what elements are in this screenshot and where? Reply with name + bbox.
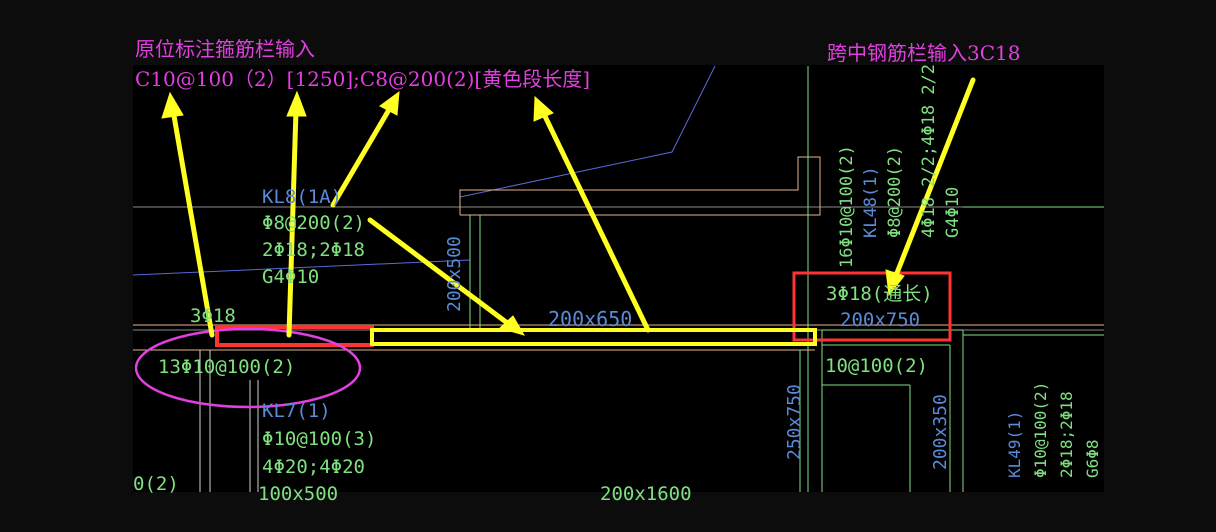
- annotation-arrows: [161, 77, 976, 338]
- blue-slope: [132, 259, 471, 276]
- kl48-side: G4Φ10: [943, 187, 963, 238]
- kl7-label-group: KL7(1) Φ10@100(3) 4Φ20;4Φ20: [262, 400, 376, 478]
- kl7-name: KL7(1): [262, 400, 331, 422]
- magenta-ellipse: [134, 327, 362, 409]
- arrow-4-head: [533, 95, 554, 122]
- kl49-side: G6Φ8: [1083, 439, 1102, 478]
- red-box-right: [792, 271, 952, 342]
- kl49-bars: 2Φ18;2Φ18: [1057, 391, 1076, 478]
- arrow-1-head: [161, 91, 184, 119]
- kl8-side: G4Φ10: [262, 266, 319, 288]
- arrow-4: [539, 107, 651, 333]
- dim-250x750: 250x750: [784, 384, 805, 460]
- circled-stirrup: 13Φ10@100(2): [158, 356, 295, 378]
- kl7-bars: 4Φ20;4Φ20: [262, 456, 365, 478]
- arrow-3-head: [379, 90, 400, 116]
- kl48-label-group: KL48(1) Φ8@200(2) 4Φ18 2/2;4Φ18 2/2 G4Φ1…: [861, 64, 963, 238]
- arrow-3: [330, 105, 393, 208]
- arrow-2-head: [286, 90, 307, 117]
- kl48-stirrup: Φ8@200(2): [885, 146, 905, 238]
- kl8-stirrup: Φ8@200(2): [262, 212, 365, 234]
- bottom-left-fragment: 0(2): [133, 473, 179, 495]
- stirrup-right: 10@100(2): [825, 355, 928, 377]
- yellow-segment: [370, 328, 817, 346]
- vert-16-10: 16Φ10@100(2): [837, 145, 857, 268]
- kl49-stirrup: Φ10@100(2): [1031, 382, 1050, 478]
- arrow-2: [286, 107, 299, 338]
- dim-200x750: 200x750: [840, 309, 920, 331]
- kl48-name: KL48(1): [861, 166, 881, 238]
- right-title: 跨中钢筋栏输入3C18: [827, 41, 1020, 65]
- dim-200x500: 200x500: [444, 236, 465, 312]
- top-left-bar: 3Φ18: [190, 305, 236, 327]
- kl49-name: KL49(1): [1005, 411, 1024, 478]
- bottom-dim-left: 100x500: [258, 483, 338, 505]
- midspan-bar: 3Φ18(通长): [826, 283, 933, 305]
- left-title: 原位标注箍筋栏输入: [135, 37, 315, 61]
- beam-outline: [459, 156, 821, 216]
- arrow-1: [170, 107, 215, 338]
- blue-diagonal: [459, 65, 716, 198]
- kl8-bars: 2Φ18;2Φ18: [262, 239, 365, 261]
- bottom-dim-mid: 200x1600: [600, 483, 692, 505]
- kl7-stirrup: Φ10@100(3): [262, 428, 376, 450]
- kl8-label-group: KL8(1A) Φ8@200(2) 2Φ18;2Φ18 G4Φ10: [262, 186, 365, 288]
- kl48-bars: 4Φ18 2/2;4Φ18 2/2: [919, 64, 939, 238]
- kl49-label-group: KL49(1) Φ10@100(2) 2Φ18;2Φ18 G6Φ8: [1005, 382, 1102, 478]
- arrow-5: [367, 217, 513, 328]
- arrow-6-head: [885, 269, 905, 297]
- arrow-6: [892, 77, 976, 281]
- arrow-5-head: [499, 315, 526, 336]
- left-formula: C10@100（2）[1250];C8@200(2)[黄色段长度]: [135, 67, 590, 91]
- dim-200x350: 200x350: [930, 394, 951, 470]
- dim-200x650: 200x650: [548, 307, 632, 331]
- kl8-name: KL8(1A): [262, 186, 342, 208]
